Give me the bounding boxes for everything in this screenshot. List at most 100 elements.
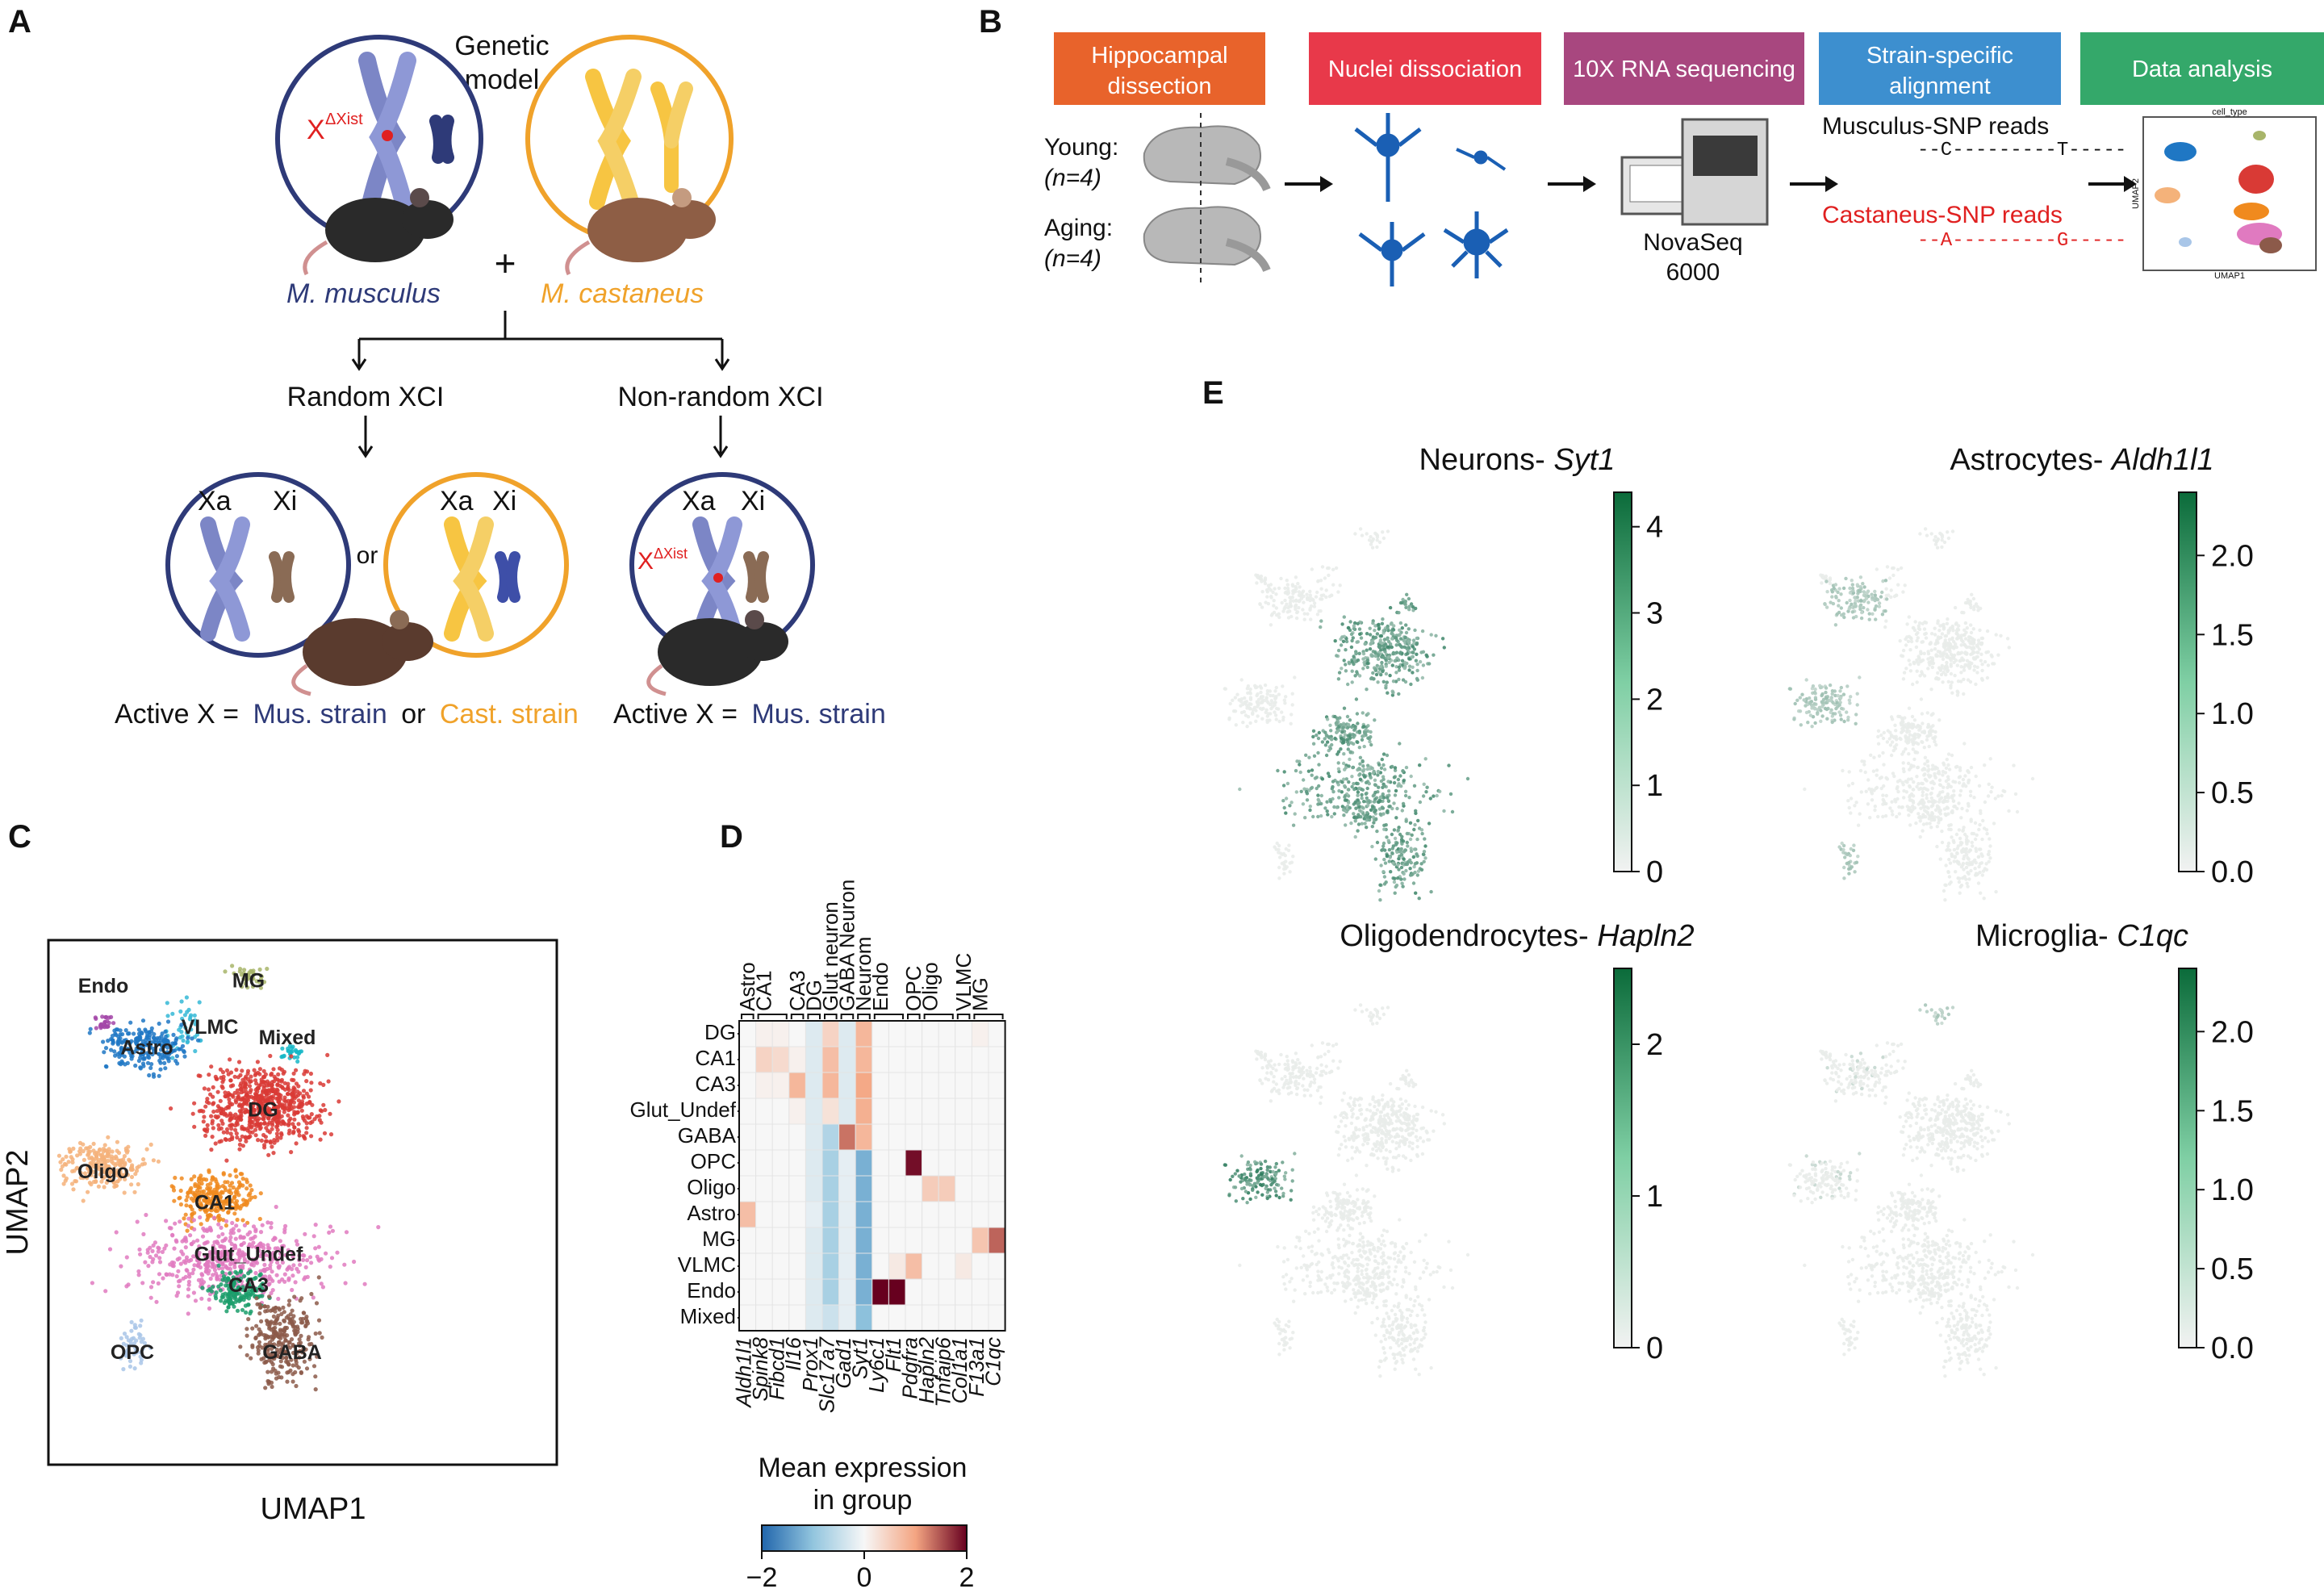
mus-strain-label: Mus. strain <box>253 699 387 730</box>
heatmap-group-label: MG <box>968 977 992 1011</box>
heatmap-colorbar <box>761 1524 968 1552</box>
panel-a: A Genetic model X ΔXist M. musculus <box>8 4 886 730</box>
heatmap-cell <box>988 1304 1006 1332</box>
feature-plot-gene: Hapln2 <box>1597 919 1694 953</box>
heatmap-cell <box>805 1201 823 1228</box>
heatmap-cell <box>938 1227 956 1254</box>
heatmap-group-bracket <box>873 1014 904 1019</box>
heatmap-cell <box>988 1227 1006 1254</box>
heatmap-row-label: Endo <box>687 1278 736 1302</box>
heatmap-row-label: Astro <box>687 1201 736 1225</box>
heatmap-cell <box>905 1252 923 1280</box>
y-chromosome-yellow-icon <box>650 82 693 193</box>
heatmap-frame <box>738 1020 1006 1332</box>
heatmap-cell <box>738 1046 757 1073</box>
heatmap-cell <box>738 1020 757 1047</box>
arrow-1 <box>1285 176 1333 192</box>
heatmap-cell <box>755 1046 773 1073</box>
heatmap-cell <box>821 1072 840 1099</box>
heatmap-col-label: Slc17a7 <box>814 1336 838 1412</box>
heatmap-cell <box>872 1304 889 1332</box>
colorbar-tick: 2 <box>959 1562 975 1593</box>
nonrandom-xci-label: Non-random XCI <box>617 382 823 412</box>
heatmap-cell <box>971 1304 989 1332</box>
heatmap-cell <box>955 1123 972 1151</box>
heatmap-cell <box>955 1072 972 1099</box>
black-mouse-icon-2 <box>646 610 788 696</box>
feature-plot-title: Neurons- Syt1 <box>1419 443 1616 477</box>
heatmap-cell <box>838 1020 856 1047</box>
heatmap-cell <box>971 1175 989 1202</box>
mini-umap-title: cell_type <box>2212 107 2247 117</box>
heatmap-cell <box>838 1227 856 1254</box>
cluster-gaba <box>238 1275 324 1392</box>
heatmap-cell <box>955 1201 972 1228</box>
heatmap-col-label: Hapln2 <box>914 1336 938 1403</box>
heatmap-cell <box>755 1020 773 1047</box>
heatmap-cell <box>955 1175 972 1202</box>
feature-colorbar-tick: 2 <box>1646 1028 1663 1062</box>
heatmap-cell <box>838 1201 856 1228</box>
heatmap-cell <box>955 1227 972 1254</box>
heatmap-row-label: DG <box>704 1020 736 1044</box>
cluster-label-astro: Astro <box>120 1037 173 1060</box>
heatmap-cell <box>805 1149 823 1177</box>
heatmap-cell <box>905 1304 923 1332</box>
heatmap-cell <box>922 1278 939 1306</box>
heatmap-col-label: Prox1 <box>798 1337 822 1392</box>
heatmap-cell <box>988 1175 1006 1202</box>
umap-xlabel: UMAP1 <box>261 1492 366 1526</box>
heatmap-cell <box>938 1072 956 1099</box>
heatmap-cell <box>888 1020 906 1047</box>
heatmap-cell <box>855 1304 873 1332</box>
musculus-seq: --C---------T----- <box>1917 140 2126 161</box>
heatmap-cell <box>905 1046 923 1073</box>
heatmap-cell <box>971 1201 989 1228</box>
mini-umap-thumbnail: cell_type UMAP1 UMAP2 <box>2131 107 2317 281</box>
or-label: or <box>357 542 378 569</box>
heatmap-cell <box>971 1123 989 1151</box>
cluster-label-mg: MG <box>232 969 265 992</box>
feature-colorbar-tick: 1.5 <box>2211 1094 2254 1128</box>
heatmap-cell <box>938 1046 956 1073</box>
feature-plot-gene: Aldh1l1 <box>2110 443 2214 477</box>
heatmap-cell <box>771 1020 790 1047</box>
feature-plot-title-prefix: Microglia- <box>1975 919 2117 953</box>
heatmap-cell <box>855 1123 873 1151</box>
brown-mouse-icon <box>565 188 716 276</box>
workflow-step-5: Data analysis <box>2080 32 2324 105</box>
heatmap-group-label: GABA Neuron <box>835 880 859 1011</box>
heatmap-cell <box>755 1304 773 1332</box>
heatmap-col-label: Fibcd1 <box>765 1337 789 1400</box>
heatmap-cell <box>888 1227 906 1254</box>
feature-colorbar-tick: 0 <box>1646 1332 1663 1365</box>
feature-colorbar <box>2178 491 2197 872</box>
feature-plot-gene: C1qc <box>2117 919 2188 953</box>
workflow-step-box <box>1054 32 1265 105</box>
panel-d: D DGCA1CA3Glut_UndefGABAOPCOligoAstroMGV… <box>629 819 1006 1593</box>
heatmap-cell <box>971 1046 989 1073</box>
heatmap-row-label: Oligo <box>687 1175 736 1199</box>
heatmap-cell <box>788 1046 806 1073</box>
heatmap-cell <box>821 1304 840 1332</box>
heatmap-cell <box>738 1252 757 1280</box>
heatmap-col-label: Ly6c1 <box>864 1337 888 1393</box>
heatmap-group-label: Glut neuron <box>818 901 842 1011</box>
heatmap-cell <box>821 1252 840 1280</box>
heatmap-cell <box>988 1072 1006 1099</box>
heatmap-cell <box>888 1304 906 1332</box>
feature-plot-points <box>1223 527 1470 902</box>
novaseq-line2: 6000 <box>1666 259 1720 286</box>
heatmap-row-label: GABA <box>678 1123 737 1148</box>
workflow-step-box <box>2080 32 2324 105</box>
active-x-line-left: Active X = Mus. strain or Cast. strain <box>115 699 579 730</box>
heatmap-cell <box>971 1227 989 1254</box>
heatmap-group-label: DG <box>801 980 826 1011</box>
heatmap-col-label: Gad1 <box>831 1337 855 1389</box>
feature-colorbar-tick: 2.0 <box>2211 539 2254 573</box>
heatmap-cell <box>788 1149 806 1177</box>
heatmap-cell <box>788 1304 806 1332</box>
novaseq-line1: NovaSeq <box>1643 229 1742 256</box>
